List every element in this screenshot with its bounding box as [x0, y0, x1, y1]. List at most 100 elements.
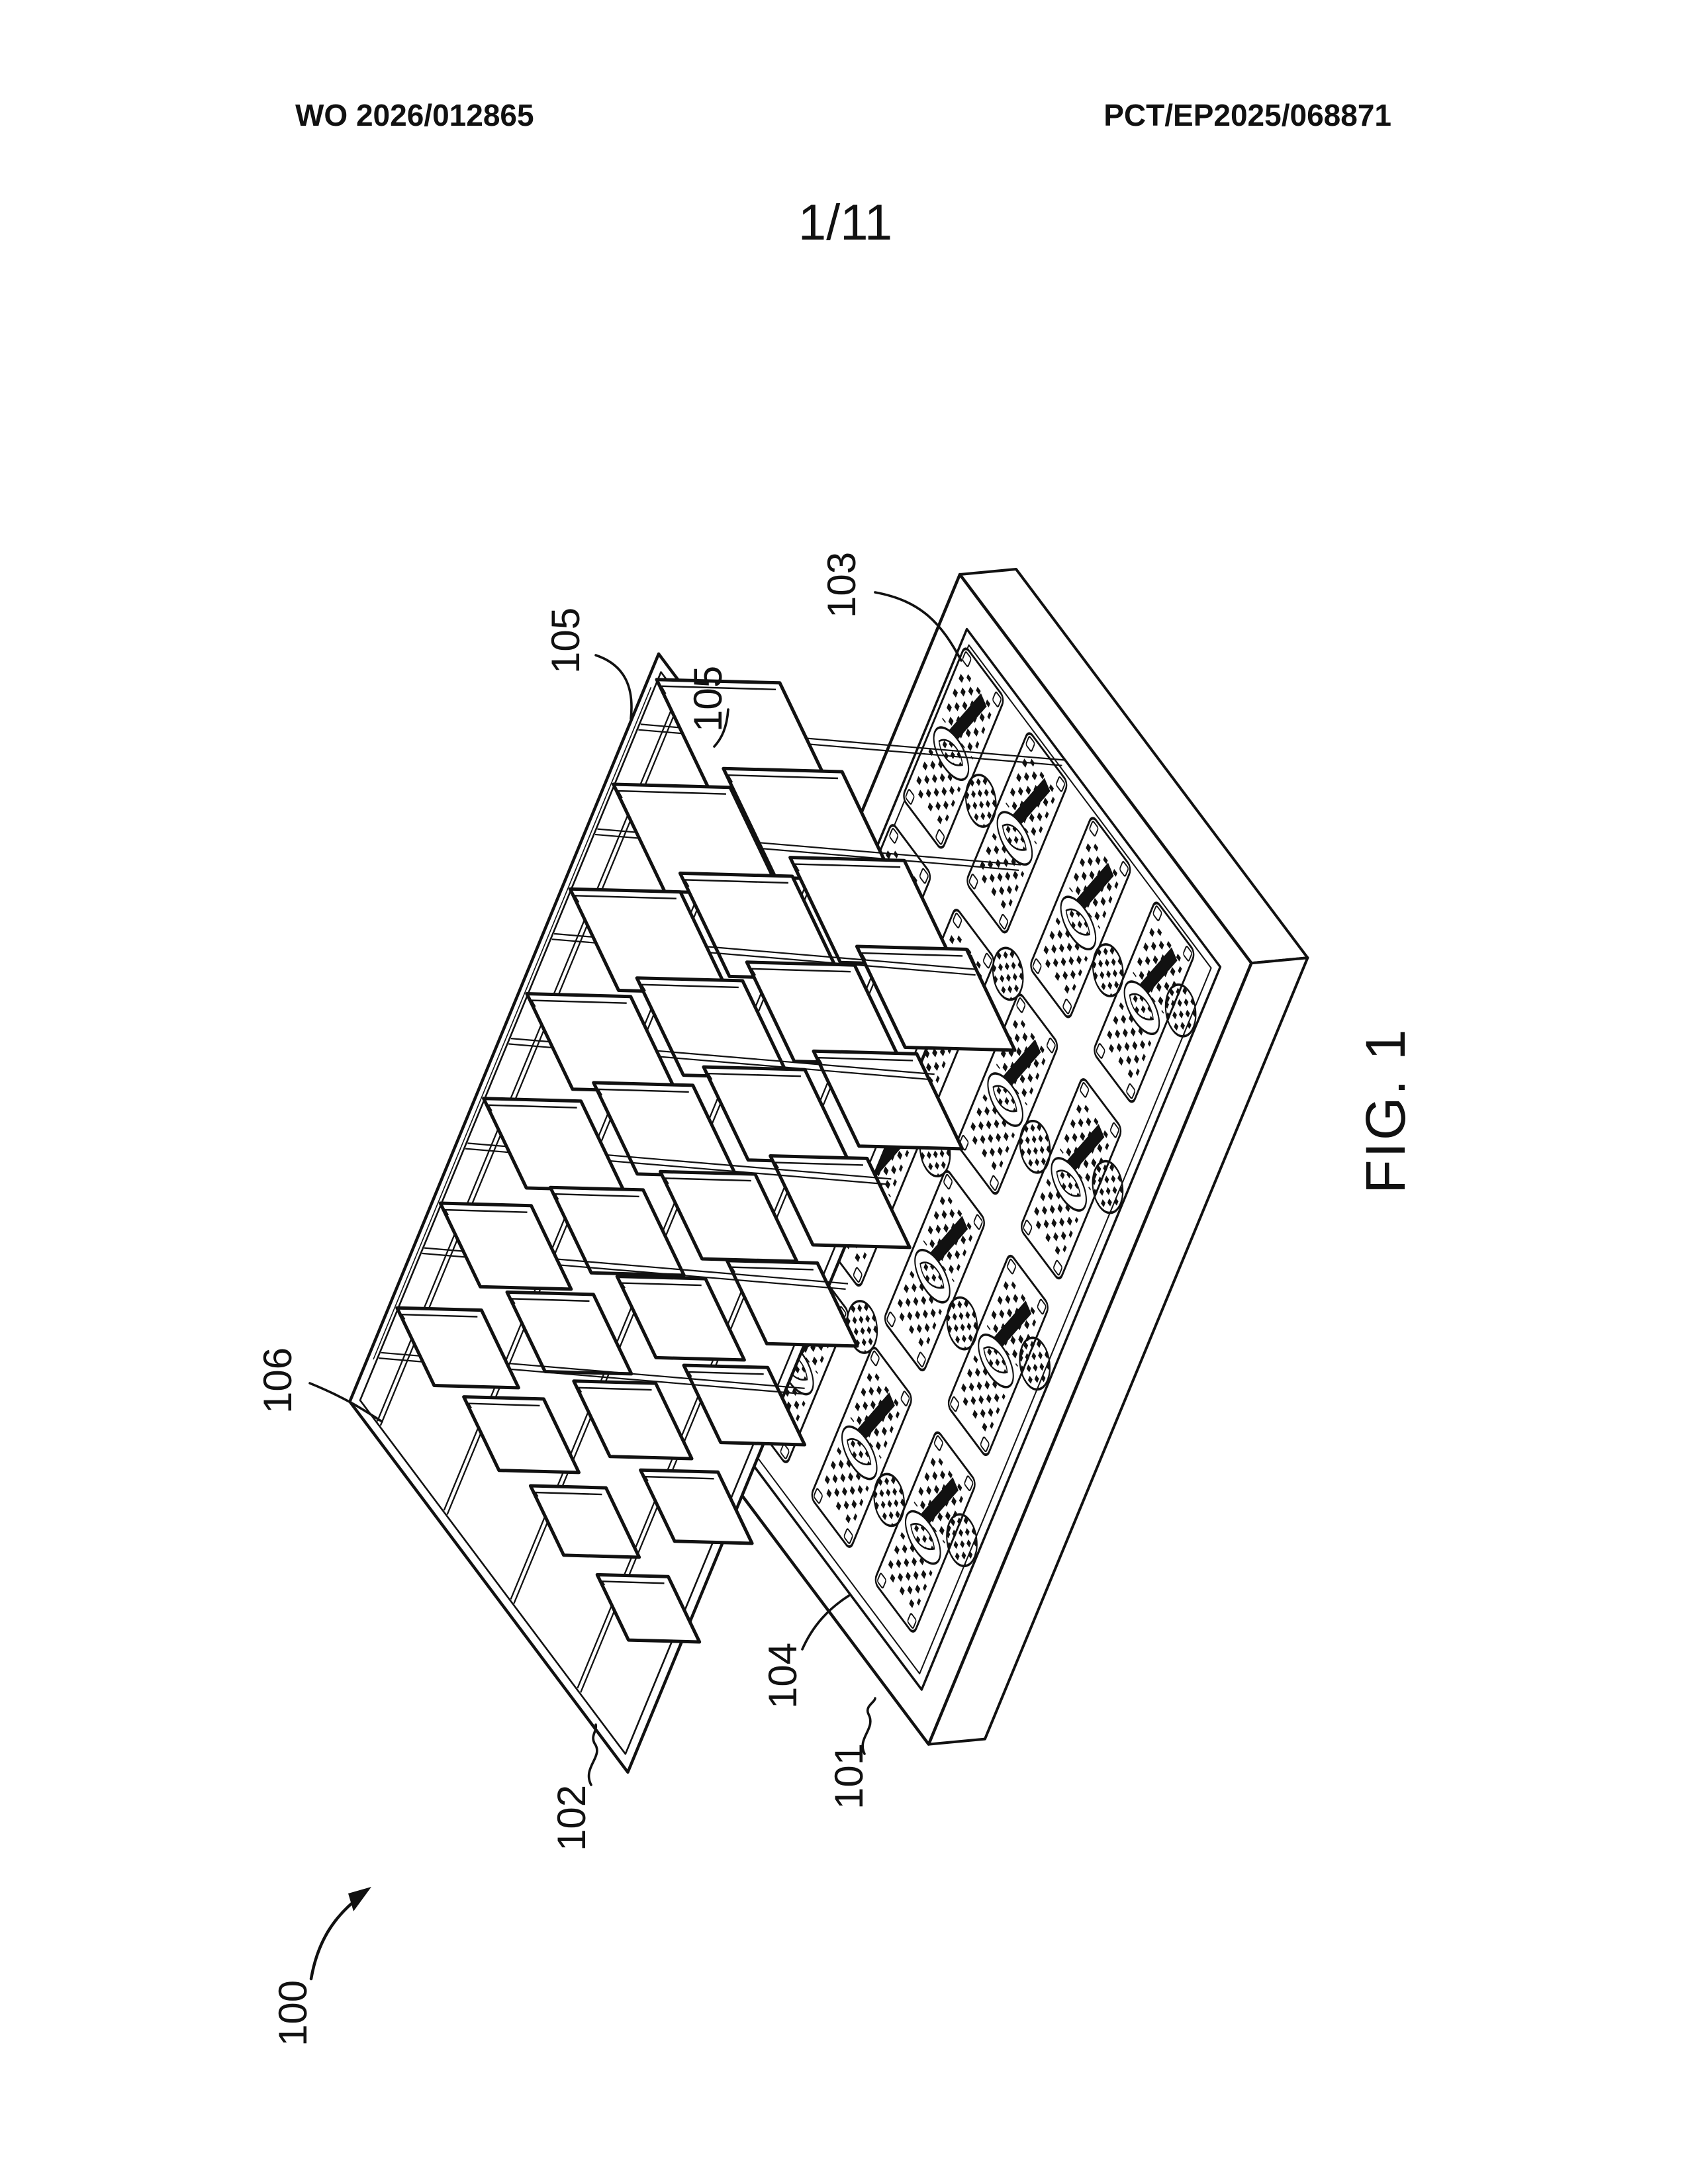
cover-lid-edge [730, 1266, 814, 1273]
cover-lid-edge [467, 1402, 540, 1409]
ref-label-105-outer: 105 [543, 608, 588, 674]
module-pad [1016, 997, 1026, 1013]
cover-lid-edge [596, 1088, 689, 1096]
module-hatch-area [1031, 1178, 1078, 1260]
ref-label-104: 104 [761, 1643, 805, 1709]
module-pad [1062, 998, 1072, 1015]
chip-module [1030, 817, 1131, 1019]
module-hatch-area [1103, 1001, 1152, 1083]
module-pad [1007, 1258, 1016, 1275]
module-pad [870, 1350, 880, 1367]
chip-module [811, 1346, 912, 1548]
module-pad [1025, 736, 1035, 752]
module-oval-glyph [938, 739, 963, 766]
cover-lid [639, 1468, 754, 1545]
module-hatch-area [1040, 917, 1088, 999]
module-pad [1110, 1122, 1119, 1138]
vent-hole [1019, 1336, 1051, 1391]
reference-leader-lines [308, 591, 962, 1981]
module-oval-glyph [910, 1523, 935, 1551]
lattice-left-inner-rail [373, 687, 652, 1360]
cover-lid-edge [639, 983, 739, 992]
cover-lid-edge [553, 1193, 639, 1201]
cover-lid-edge [659, 685, 776, 695]
cover-lattice [348, 652, 1064, 1774]
module-pad [1047, 1037, 1056, 1054]
cover-lid-edge [643, 1475, 714, 1482]
cover-lid-edge [616, 790, 726, 799]
leader-106 [308, 1382, 383, 1423]
cover-lid-edge [577, 1387, 652, 1393]
vent-hole [992, 946, 1024, 1001]
leader-103 [874, 591, 962, 662]
module-pad [1080, 1081, 1090, 1098]
vent-hole [946, 1513, 978, 1568]
vent-hole [1092, 1160, 1124, 1214]
module-oval-glyph [919, 1261, 945, 1289]
cover-lid-edge [487, 1104, 577, 1112]
module-pad [1183, 945, 1192, 962]
module-pad [886, 1311, 896, 1328]
module-pad [964, 1475, 974, 1492]
module-pad [1126, 1083, 1135, 1099]
module-pad [919, 868, 929, 884]
module-oval-glyph [1056, 1169, 1081, 1197]
module-pad [877, 1572, 886, 1589]
cover-lid [528, 1484, 641, 1559]
cover-lid [395, 1306, 520, 1390]
chip-module [903, 647, 1004, 849]
cover-lid-edge [573, 895, 677, 903]
cover-lid-edge [706, 1072, 801, 1080]
vent-hole [1092, 943, 1124, 997]
module-pad [907, 1613, 917, 1629]
cover-lid-edge [663, 1177, 751, 1185]
module-pad [962, 651, 972, 667]
module-hatch-area [821, 1446, 869, 1529]
application-number: PCT/EP2025/068871 [1103, 98, 1391, 132]
module-oval-glyph [847, 1438, 872, 1466]
reference-labels: 105 105 103 106 104 101 102 100 [256, 552, 871, 2046]
vent-hole [1019, 1119, 1051, 1174]
module-pad [843, 1528, 853, 1545]
cover-lid-edge [400, 1313, 478, 1320]
assembly-arrow-icon [348, 1887, 371, 1911]
cover-lid [615, 1275, 746, 1362]
module-pad [853, 1267, 863, 1283]
cover-lid [572, 1379, 694, 1461]
publication-number: WO 2026/012865 [295, 98, 534, 132]
figure-caption: FIG. 1 [1354, 1027, 1417, 1193]
chip-module [884, 1169, 985, 1372]
module-pad [1053, 1259, 1062, 1276]
module-pad [905, 789, 915, 805]
vent-hole [946, 1296, 978, 1351]
module-pad [983, 952, 992, 969]
cover-lid-edge [773, 1161, 863, 1169]
sheet-number: 1/11 [798, 195, 892, 251]
cover-lid-edge [860, 952, 963, 960]
module-pad [814, 1488, 823, 1504]
module-pad [992, 691, 1002, 707]
cover-lid-edge [510, 1298, 590, 1304]
module-pad [934, 1435, 943, 1451]
chip-module [1021, 1078, 1122, 1280]
module-pad [889, 827, 899, 844]
module-hatch-area [967, 1093, 1015, 1175]
vent-hole [1164, 983, 1197, 1038]
cover-lid-edge [683, 879, 788, 887]
vent-hole [965, 774, 997, 828]
module-oval-glyph [1065, 908, 1090, 936]
module-pad [990, 1175, 999, 1191]
module-pad [968, 874, 978, 889]
module-oval-glyph [1129, 993, 1154, 1021]
ref-label-101: 101 [827, 1743, 871, 1809]
module-pad [943, 1173, 953, 1190]
module-pad [1096, 1043, 1105, 1059]
module-pad [780, 1443, 790, 1460]
module-pad [980, 1436, 990, 1453]
module-pad [950, 1396, 959, 1412]
cover-lid [595, 1572, 702, 1644]
module-pad [973, 1214, 983, 1230]
cover-lid [462, 1395, 581, 1475]
cover-lid [482, 1097, 626, 1193]
